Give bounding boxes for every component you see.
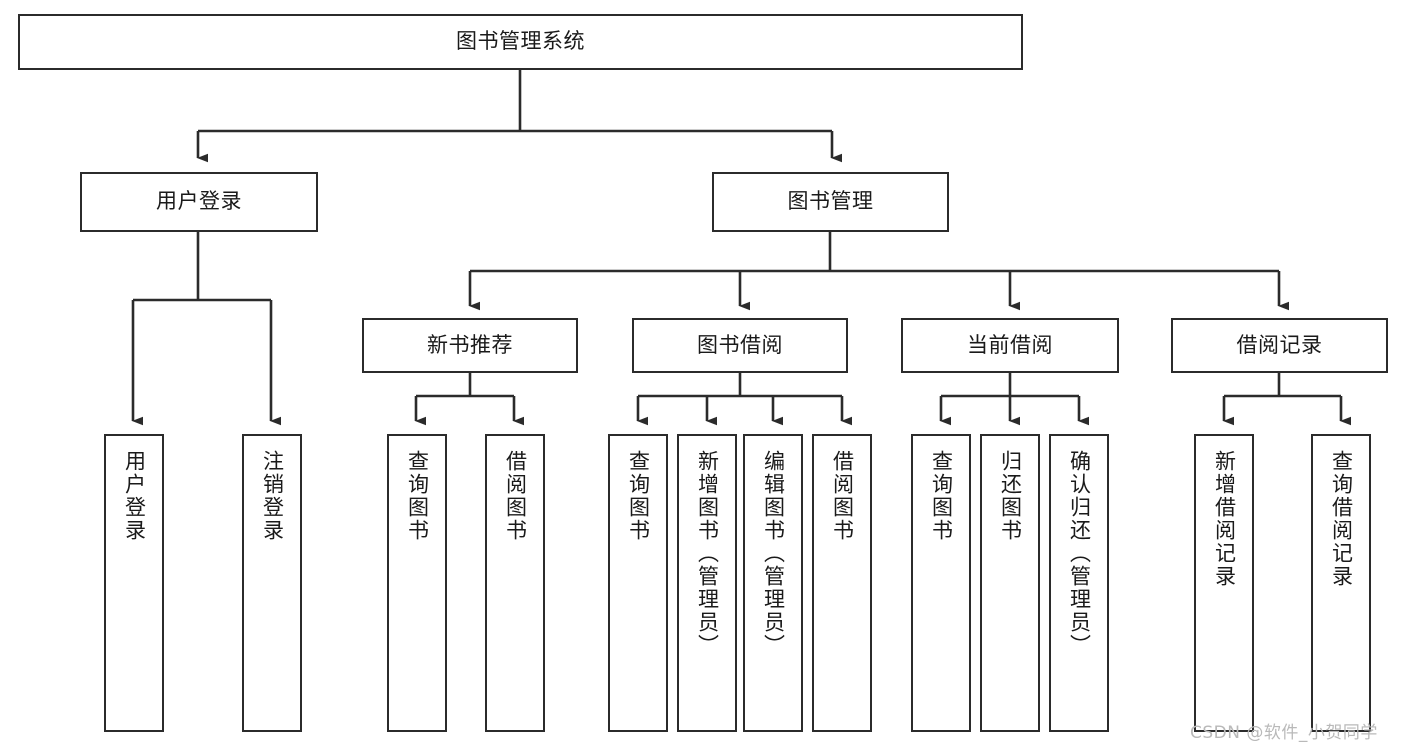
leaf-confirm-return-label: 确认归还（管理员） [1067, 450, 1092, 657]
leaf-query-book-2[interactable]: 查询图书 [608, 434, 668, 732]
leaf-query-book-2-label: 查询图书 [626, 450, 651, 542]
node-book-borrow-label: 图书借阅 [697, 332, 783, 357]
leaf-return-book-label: 归还图书 [998, 450, 1023, 542]
leaf-edit-book-label: 编辑图书（管理员） [761, 450, 786, 657]
watermark-text: CSDN @软件_小贺同学 [1190, 723, 1378, 743]
node-book-borrow[interactable]: 图书借阅 [632, 318, 848, 373]
leaf-query-book-3[interactable]: 查询图书 [911, 434, 971, 732]
leaf-borrow-book-2[interactable]: 借阅图书 [812, 434, 872, 732]
node-borrow-record[interactable]: 借阅记录 [1171, 318, 1388, 373]
node-current-borrow[interactable]: 当前借阅 [901, 318, 1119, 373]
leaf-borrow-book-2-label: 借阅图书 [830, 450, 855, 542]
leaf-add-record[interactable]: 新增借阅记录 [1194, 434, 1254, 732]
leaf-borrow-book-1-label: 借阅图书 [503, 450, 528, 542]
leaf-confirm-return[interactable]: 确认归还（管理员） [1049, 434, 1109, 732]
node-new-book-recommend[interactable]: 新书推荐 [362, 318, 578, 373]
leaf-add-record-label: 新增借阅记录 [1212, 450, 1237, 588]
node-root[interactable]: 图书管理系统 [18, 14, 1023, 70]
node-current-borrow-label: 当前借阅 [967, 332, 1053, 357]
node-user-login[interactable]: 用户登录 [80, 172, 318, 232]
leaf-query-book-1-label: 查询图书 [405, 450, 430, 542]
leaf-add-book-label: 新增图书（管理员） [695, 450, 720, 657]
leaf-borrow-book-1[interactable]: 借阅图书 [485, 434, 545, 732]
node-new-book-recommend-label: 新书推荐 [427, 332, 513, 357]
node-root-label: 图书管理系统 [456, 29, 585, 54]
leaf-edit-book[interactable]: 编辑图书（管理员） [743, 434, 803, 732]
leaf-return-book[interactable]: 归还图书 [980, 434, 1040, 732]
node-book-management-label: 图书管理 [787, 189, 874, 214]
leaf-add-book[interactable]: 新增图书（管理员） [677, 434, 737, 732]
leaf-user-login[interactable]: 用户登录 [104, 434, 164, 732]
leaf-user-login-label: 用户登录 [122, 450, 147, 542]
leaf-logout[interactable]: 注销登录 [242, 434, 302, 732]
leaf-query-record-label: 查询借阅记录 [1329, 450, 1354, 588]
node-book-management[interactable]: 图书管理 [712, 172, 949, 232]
leaf-query-book-1[interactable]: 查询图书 [387, 434, 447, 732]
leaf-query-record[interactable]: 查询借阅记录 [1311, 434, 1371, 732]
leaf-logout-label: 注销登录 [260, 450, 285, 542]
leaf-query-book-3-label: 查询图书 [929, 450, 954, 542]
node-borrow-record-label: 借阅记录 [1236, 332, 1323, 357]
node-user-login-label: 用户登录 [156, 189, 242, 214]
